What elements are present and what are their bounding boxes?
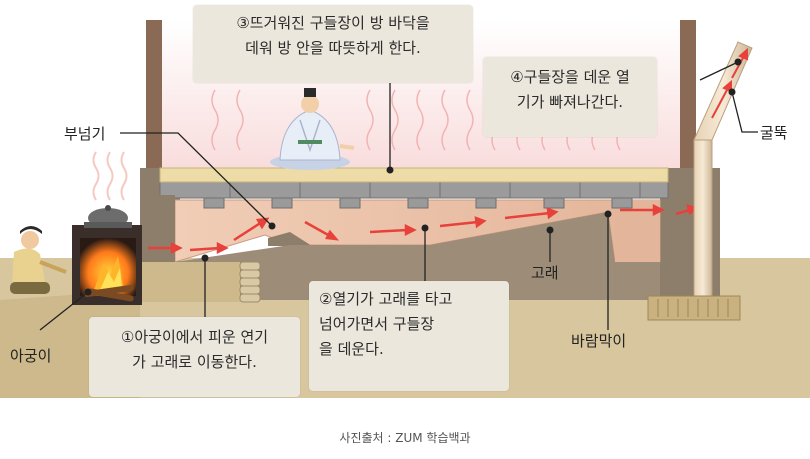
callout-step2-line1: ②열기가 고래를 타고 [319, 290, 453, 308]
flame-core [100, 268, 122, 290]
buneomgi-hump [268, 232, 312, 246]
label-buneomgi: 부넘기 [64, 125, 106, 143]
callout-step2-line2: 넘어가면서 구들장 [319, 315, 435, 333]
pot-handle [105, 205, 111, 211]
label-agungi: 아궁이 [10, 347, 52, 365]
callout-step1: ①아궁이에서 피운 연기 가 고래로 이동한다. [89, 317, 300, 397]
woman-figure [10, 226, 67, 294]
flue-entrance-wall [140, 195, 175, 265]
callout-step3-line2: 데워 방 안을 따뜻하게 한다. [245, 39, 421, 57]
chimney-base [647, 295, 741, 321]
callout-step2: ②열기가 고래를 타고 넘어가면서 구들장 을 데운다. [309, 281, 509, 391]
image-source-caption: 사진출처 : ZUM 학습백과 [339, 431, 471, 445]
leader-dots [84, 58, 742, 296]
slab-joints [229, 182, 641, 198]
entrance-stones [239, 261, 261, 303]
callout-step1-line2: 가 고래로 이동한다. [132, 353, 257, 371]
room-floor [159, 167, 669, 183]
left-pillar [146, 20, 162, 170]
furnace-smoke [92, 151, 128, 201]
callout-step4: ④구들장을 데운 열 기가 빠져나간다. [483, 57, 657, 137]
callout-step3-line1: ③뜨거워진 구들장이 방 바닥을 [236, 14, 430, 32]
label-gorae: 고래 [531, 264, 559, 282]
flue-floor [175, 212, 660, 300]
callout-step4-line1: ④구들장을 데운 열 [510, 68, 630, 86]
callout-step3: ③뜨거워진 구들장이 방 바닥을 데워 방 안을 따뜻하게 한다. [193, 5, 473, 83]
callout-step4-line2: 기가 빠져나간다. [516, 93, 624, 111]
agungi-step [140, 262, 240, 302]
scholar-figure [270, 88, 355, 170]
label-baramagi: 바람막이 [571, 332, 627, 350]
callout-step1-line1: ①아궁이에서 피운 연기 [120, 328, 269, 346]
chimney-base-grille [657, 299, 729, 317]
callout-step2-line3: 을 데운다. [319, 340, 384, 358]
chimney-pipe [693, 139, 713, 301]
right-pillar [680, 20, 696, 170]
firewood [84, 284, 134, 302]
leader-lines [39, 61, 758, 331]
chimney-arrows [711, 47, 748, 119]
label-gulttuk: 굴뚝 [760, 124, 788, 142]
pot-rim [84, 222, 132, 228]
